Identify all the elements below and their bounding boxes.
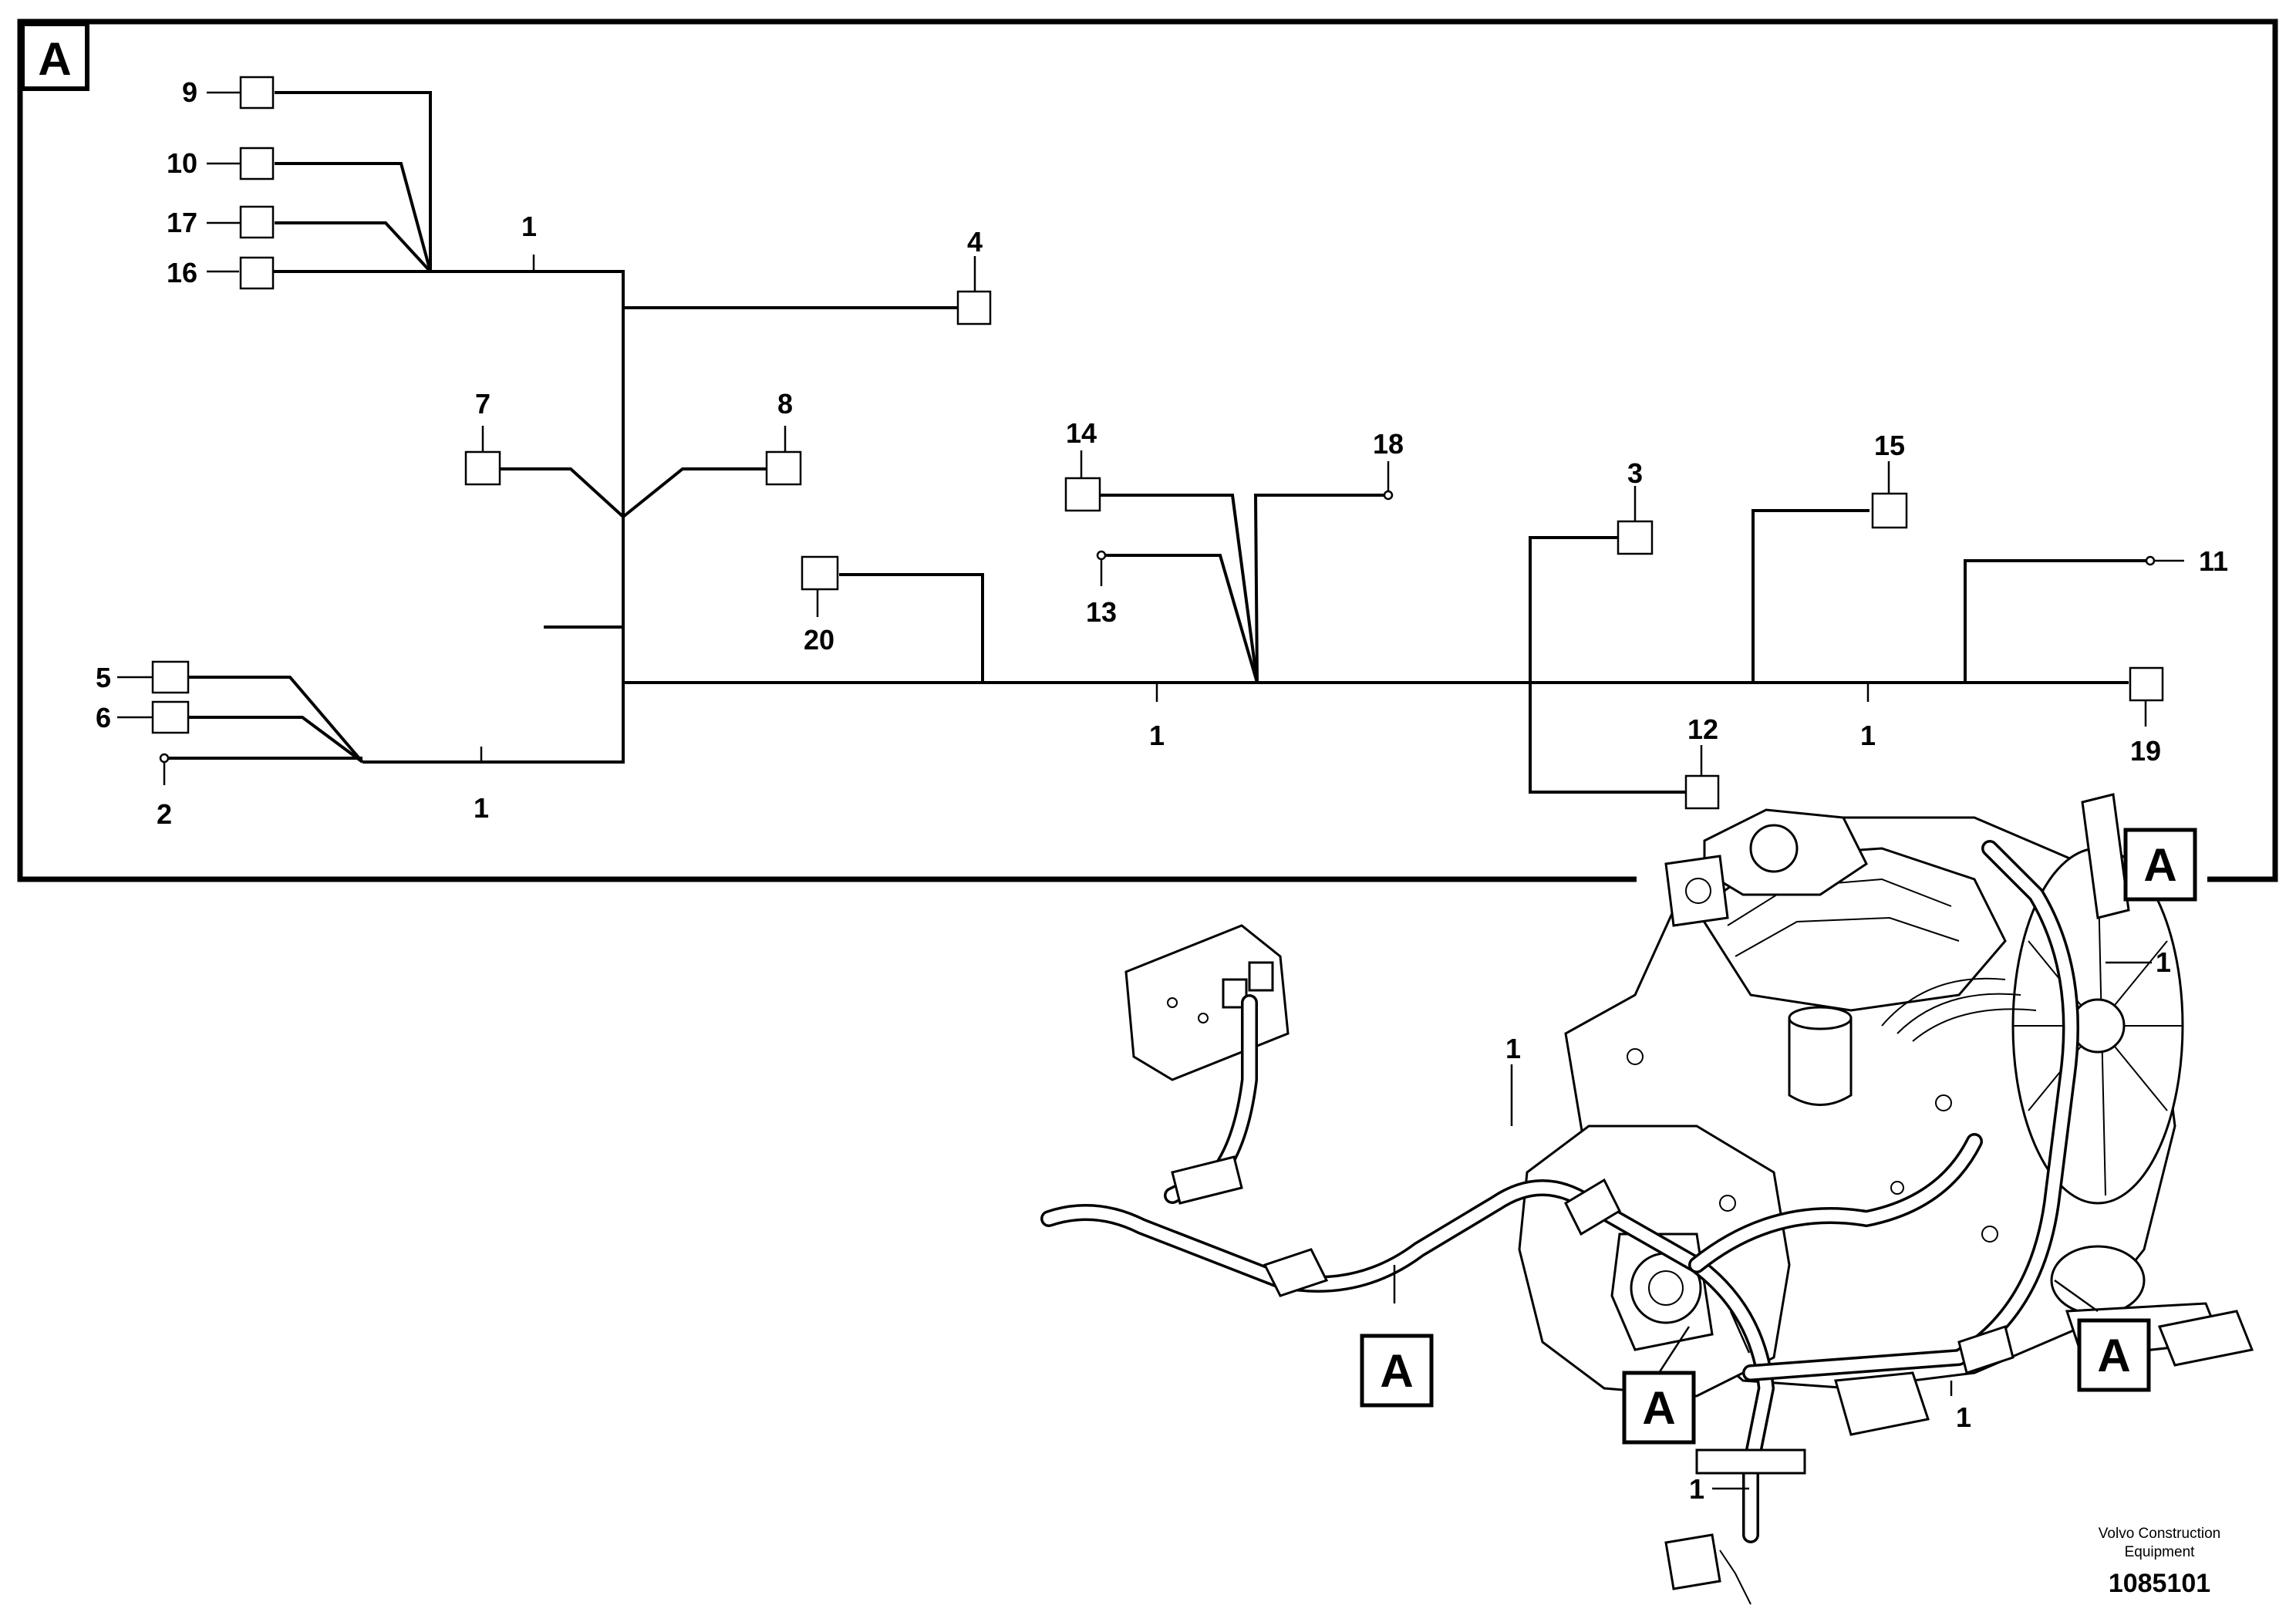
callout-8: 8	[777, 388, 793, 420]
callout-5: 5	[96, 662, 111, 693]
view-marker-a-1: A	[2123, 828, 2197, 902]
callout-1-engine-d: 1	[1689, 1473, 1704, 1505]
detail-label: A	[38, 33, 71, 85]
callout-7: 7	[475, 388, 491, 420]
callout-19: 19	[2130, 735, 2161, 767]
callout-12: 12	[1687, 713, 1718, 745]
callout-9: 9	[182, 76, 197, 108]
publisher-line-2: Equipment	[2125, 1544, 2196, 1560]
callout-1-engine-c: 1	[1956, 1401, 1971, 1433]
svg-text:A: A	[1642, 1382, 1675, 1434]
callout-1-top: 1	[521, 211, 537, 242]
callout-2: 2	[157, 798, 172, 830]
callout-1-engine-a: 1	[1505, 1033, 1521, 1064]
callout-13: 13	[1086, 596, 1117, 628]
callout-10: 10	[167, 147, 197, 179]
view-marker-a-4: A	[2077, 1318, 2151, 1392]
view-marker-a-2: A	[1360, 1334, 1434, 1408]
document-number: 1085101	[2109, 1569, 2210, 1598]
callout-3: 3	[1627, 457, 1643, 489]
callout-1-lowleft: 1	[474, 792, 489, 824]
svg-text:A: A	[2143, 839, 2176, 891]
callout-4: 4	[967, 226, 983, 258]
callout-1-right: 1	[1860, 720, 1876, 751]
svg-text:A: A	[2097, 1330, 2130, 1381]
callout-20: 20	[804, 624, 834, 656]
callout-15: 15	[1874, 430, 1905, 461]
engine-illustration	[1518, 793, 2254, 1436]
callout-11: 11	[2199, 545, 2228, 577]
detail-label-box	[20, 22, 89, 91]
svg-text:A: A	[1380, 1345, 1413, 1397]
callout-14: 14	[1066, 417, 1097, 449]
callout-18: 18	[1373, 428, 1404, 460]
callout-1-mid: 1	[1149, 720, 1165, 751]
callout-6: 6	[96, 702, 111, 733]
publisher-line-1: Volvo Construction	[2099, 1526, 2220, 1542]
callout-1-engine-b: 1	[2156, 946, 2171, 978]
harness-illustration	[1040, 840, 2079, 1605]
harness-schematic	[117, 76, 2184, 810]
view-marker-a-3: A	[1622, 1326, 1696, 1445]
callout-16: 16	[167, 257, 197, 288]
detail-frame	[17, 19, 2278, 882]
callout-17: 17	[167, 207, 197, 238]
